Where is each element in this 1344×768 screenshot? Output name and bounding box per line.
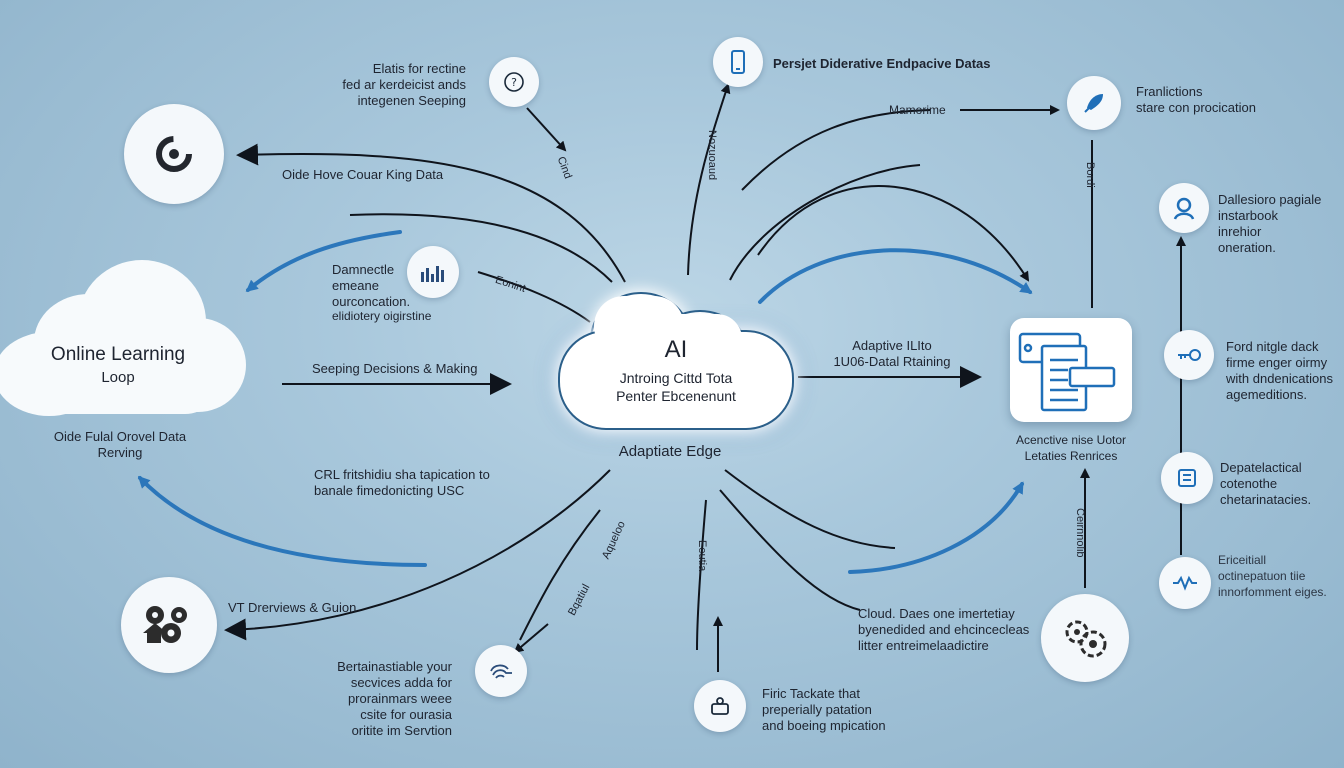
svg-text:?: ? — [511, 76, 517, 89]
label-cloud-does: Cloud. Daes one imertetiay byenedided an… — [858, 606, 1030, 653]
label-persjet: Persjet Diderative Endpacive Datas — [773, 56, 991, 71]
cogs-icon[interactable] — [121, 577, 217, 673]
label-seeping-decisions: Seeping Decisions & Making — [312, 361, 478, 376]
cloud-title: Online Learning — [50, 344, 186, 365]
label-oide-fulal: Oide Fulal Orovel Data Rerving — [53, 429, 187, 460]
label-acentive: Acenctive nise Uotor Letaties Renrices — [1015, 433, 1127, 463]
arrow-to-cogs — [224, 469, 611, 641]
label-oide-hove: Oide Hove Couar King Data — [282, 167, 444, 182]
monitor-icon[interactable] — [694, 680, 746, 732]
person-icon[interactable] — [1159, 183, 1209, 233]
wave-icon[interactable] — [1159, 557, 1211, 609]
arrow-to-refresh — [236, 143, 626, 283]
key-icon[interactable] — [1164, 330, 1214, 380]
label-elidiotery: elidiotery oigirstine — [332, 309, 432, 323]
refresh-icon[interactable] — [124, 104, 224, 204]
question-icon[interactable]: ? — [489, 57, 539, 107]
label-adaptive: Adaptive ILIto 1U06-Datal Rtaining — [833, 338, 951, 369]
phone-icon[interactable] — [713, 37, 763, 87]
label-dallesioro: Dallesioro pagiale instarbook inrehior o… — [1218, 192, 1322, 255]
bar-chart-icon[interactable] — [407, 246, 459, 298]
label-bertain: Bertainastiable your secvices adda for p… — [337, 659, 452, 738]
fingerprint-icon[interactable] — [475, 645, 527, 697]
label-damnectle: Damnectle emeane ourconcation. — [332, 262, 411, 309]
label-ford: Ford nitgle dack firme enger oirmy with … — [1226, 339, 1333, 402]
label-bordi: Bordi — [1084, 162, 1096, 188]
label-vt-drerviews: VT Drerviews & Guion — [228, 600, 357, 615]
label-depatelactical: Depatelactical cotenothe chetarinatacies… — [1220, 460, 1312, 507]
label-mamorime: Mamorime — [889, 103, 946, 117]
label-crl: CRL fritshidiu sha tapication to banale … — [314, 467, 490, 498]
gears-icon[interactable] — [1041, 594, 1129, 682]
label-franlictions: Franlictions stare con procication — [1136, 84, 1256, 115]
rocket-icon[interactable] — [1067, 76, 1121, 130]
cloud-subtitle: Loop — [101, 369, 135, 386]
online-learning-loop-cloud: Online Learning Loop — [0, 258, 248, 418]
label-eeutia: Eeutia — [696, 540, 708, 572]
label-nozuoaud: Nozuoaud — [706, 130, 718, 181]
label-fire-tackate: Firic Tackate that preperially patation … — [762, 686, 886, 733]
center-caption: Adaptiate Edge — [618, 443, 722, 460]
note-top-left: Elatis for rectine fed ar kerdeicist and… — [342, 61, 466, 108]
document-icon — [1018, 332, 1116, 412]
document-card — [1010, 318, 1132, 422]
badge-icon[interactable] — [1161, 452, 1213, 504]
label-ericeitiall: Ericeitiall octinepatuon tiie innorfomme… — [1218, 553, 1327, 599]
label-ceirnnolib: Ceirnnolib — [1074, 508, 1086, 558]
